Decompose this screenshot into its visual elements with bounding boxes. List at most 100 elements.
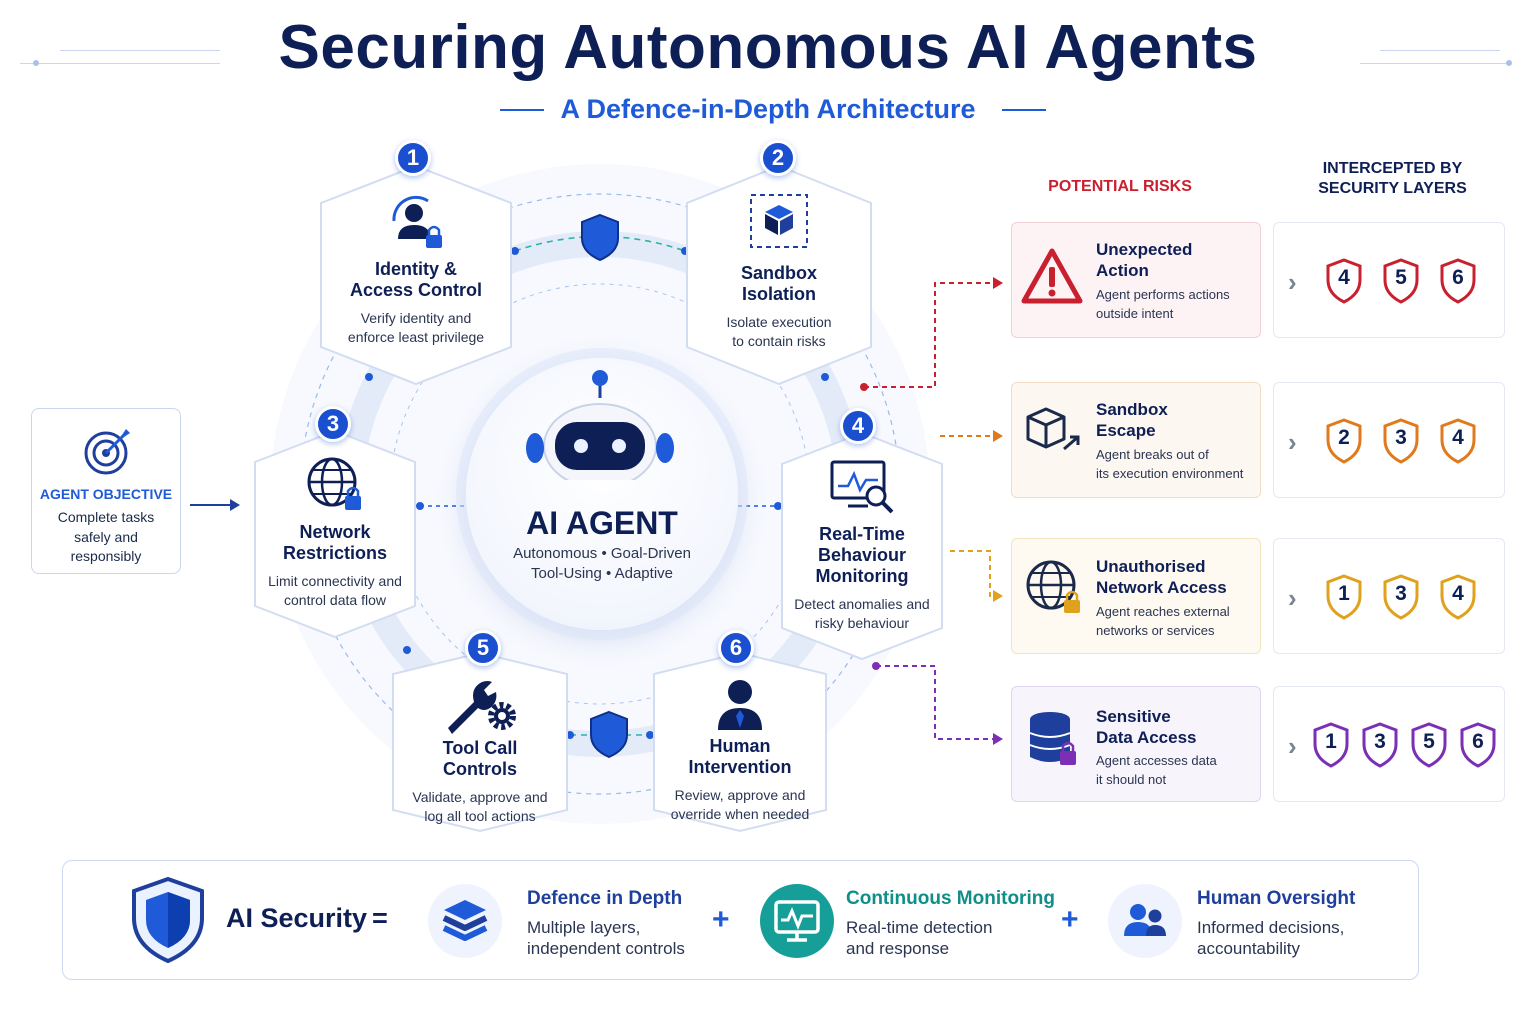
subtitle-rule-left <box>500 109 544 111</box>
layer-name: Network Restrictions <box>282 522 388 563</box>
sandbox-cube-icon <box>750 194 808 248</box>
layer-card-identity-access: Identity & Access Control Verify identit… <box>317 163 515 387</box>
layer-number-badge: 4 <box>840 408 876 444</box>
risks-column-header: POTENTIAL RISKS <box>1048 178 1192 195</box>
layer-card-human-intervention: Human Intervention Review, approve and o… <box>650 650 830 834</box>
intercept-row: › 1 3 5 6 <box>1273 686 1505 802</box>
human-icon <box>718 680 762 730</box>
circuit-dot <box>33 60 39 66</box>
shield-icon <box>132 876 204 964</box>
equation-item-title: Human Oversight <box>1197 888 1356 909</box>
layer-card-sandbox-isolation: Sandbox Isolation Isolate execution to c… <box>683 163 875 387</box>
layer-shield-badge: 6 <box>1459 722 1497 768</box>
layer-number-badge: 2 <box>760 140 796 176</box>
globe-lock-icon <box>1026 560 1080 613</box>
layer-number-badge: 3 <box>315 406 351 442</box>
page-title: Securing Autonomous AI Agents <box>278 13 1258 82</box>
target-icon <box>84 429 130 475</box>
subtitle-rule-right <box>1002 109 1046 111</box>
layer-card-network-restrictions: Network Restrictions Limit connectivity … <box>251 428 419 640</box>
layer-name: Tool Call Controls <box>442 738 518 779</box>
layers-icon <box>428 884 502 958</box>
layer-shield-badge: 4 <box>1439 574 1477 620</box>
wrench-gear-icon <box>448 681 516 734</box>
equation-item-description: Informed decisions,accountability <box>1197 918 1345 958</box>
circuit-decoration-right <box>1360 63 1510 64</box>
layer-shield-badge: 4 <box>1439 418 1477 464</box>
monitor-search-icon <box>830 460 894 514</box>
ai-agent-traits-line-2: Tool-Using • Adaptive <box>531 565 673 582</box>
layer-name: Real-Time Behaviour Monitoring <box>815 524 909 586</box>
ai-agent-traits-line-1: Autonomous • Goal-Driven <box>513 545 691 562</box>
layer-card-tool-call-controls: Tool Call Controls Validate, approve and… <box>389 650 571 834</box>
intercept-row: › 1 3 4 <box>1273 538 1505 654</box>
layer-description: Detect anomalies and risky behaviour <box>794 596 930 631</box>
robot-icon <box>526 370 674 480</box>
layer-shield-badge: 1 <box>1312 722 1350 768</box>
layer-description: Isolate execution to contain risks <box>726 314 832 349</box>
monitor-icon <box>760 884 834 958</box>
chevron-right-icon: › <box>1288 731 1297 761</box>
layer-number-badge: 1 <box>395 140 431 176</box>
plus-sign: + <box>1061 903 1079 936</box>
people-icon <box>1108 884 1182 958</box>
circuit-dot <box>1506 60 1512 66</box>
objective-description: Complete tasks safely and responsibly <box>57 509 155 564</box>
layer-shield-badge: 1 <box>1325 574 1363 620</box>
layer-shield-badge: 2 <box>1325 418 1363 464</box>
plus-sign: + <box>712 903 730 936</box>
layer-shield-badge: 5 <box>1410 722 1448 768</box>
equation-item-title: Continuous Monitoring <box>846 888 1055 909</box>
security-equation-bar <box>62 860 1419 980</box>
circuit-decoration-right <box>1380 50 1500 51</box>
intercept-row: › 4 5 6 <box>1273 222 1505 338</box>
circuit-decoration-left <box>60 50 220 51</box>
layer-name: Human Intervention <box>688 736 792 777</box>
agent-objective-box: AGENT OBJECTIVE Complete tasks safely an… <box>31 408 181 574</box>
layer-shield-badge: 3 <box>1361 722 1399 768</box>
intercept-row: › 2 3 4 <box>1273 382 1505 498</box>
chevron-right-icon: › <box>1288 267 1297 297</box>
warning-icon <box>1021 248 1083 304</box>
equation-item-description: Multiple layers,independent controls <box>527 918 685 958</box>
objective-title: AGENT OBJECTIVE <box>39 486 173 502</box>
layer-card-behaviour-monitoring: Real-Time Behaviour Monitoring Detect an… <box>778 430 946 662</box>
layer-description: Verify identity and enforce least privil… <box>347 310 485 345</box>
layer-description: Limit connectivity and control data flow <box>268 573 402 608</box>
layer-shield-badge: 4 <box>1325 258 1363 304</box>
layer-description: Validate, approve and log all tool actio… <box>412 789 548 824</box>
layer-shield-badge: 3 <box>1382 418 1420 464</box>
layer-shield-badge: 5 <box>1382 258 1420 304</box>
layer-shield-badge: 6 <box>1439 258 1477 304</box>
layer-shield-badge: 3 <box>1382 574 1420 620</box>
user-lock-icon <box>392 195 442 248</box>
page-subtitle: A Defence-in-Depth Architecture <box>560 94 976 124</box>
layer-number-badge: 6 <box>718 630 754 666</box>
layer-name: Sandbox Isolation <box>740 263 817 304</box>
equation-item-title: Defence in Depth <box>527 888 683 909</box>
globe-lock-icon <box>307 457 361 510</box>
box-escape-icon <box>1026 407 1080 451</box>
ai-agent-name: AI AGENT <box>526 505 678 541</box>
ai-security-label: AI Security <box>226 903 368 933</box>
layer-name: Identity & Access Control <box>349 259 483 300</box>
intercept-column-header: INTERCEPTED BY SECURITY LAYERS <box>1318 160 1467 197</box>
database-lock-icon <box>1029 712 1076 765</box>
equals-sign: = <box>372 903 388 933</box>
layer-number-badge: 5 <box>465 630 501 666</box>
chevron-right-icon: › <box>1288 583 1297 613</box>
chevron-right-icon: › <box>1288 427 1297 457</box>
